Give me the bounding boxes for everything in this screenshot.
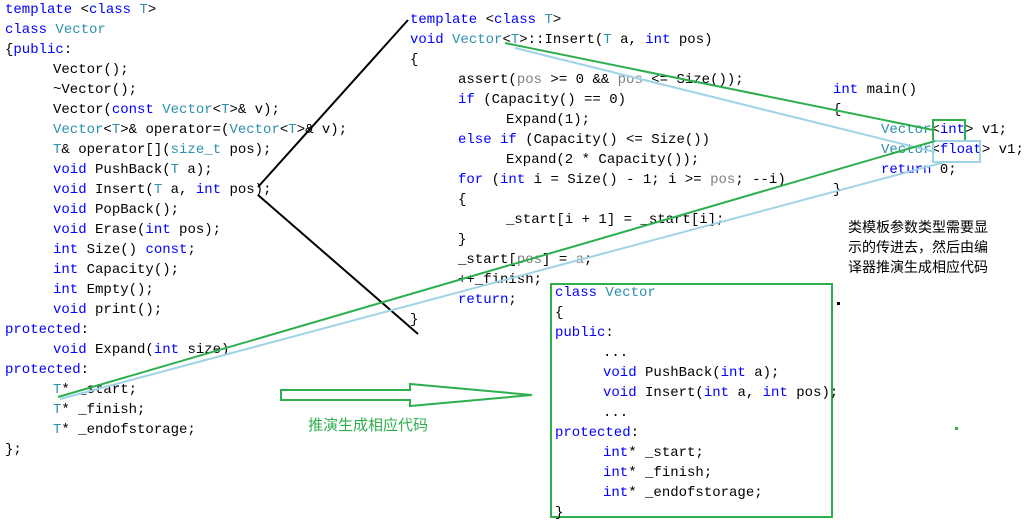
code-line: } [555, 505, 564, 521]
code-line: int Size() const; [53, 242, 196, 258]
generated-class-code: class Vector { public: ... void PushBack… [555, 283, 838, 521]
code-line: { [458, 192, 467, 208]
code-line: class Vector [555, 285, 656, 301]
stray-dot [955, 427, 958, 430]
code-line: Expand(2 * Capacity()); [506, 152, 700, 168]
code-line: }; [5, 442, 22, 458]
code-line: Vector<int> v1; [881, 122, 1008, 138]
code-line: T& operator[](size_t pos); [53, 142, 272, 158]
class-template-code: template <class T> class Vector {public:… [5, 0, 347, 460]
code-line: public: [555, 325, 614, 341]
code-line: Vector<T>& operator=(Vector<T>& v); [53, 122, 348, 138]
generated-class-box [550, 283, 833, 518]
code-line: int Empty(); [53, 282, 154, 298]
blue-line-lower [59, 161, 946, 400]
code-line: void Insert(T a, int pos); [53, 182, 272, 198]
note-line: 示的传进去，然后由编 [848, 240, 988, 256]
bracket-line-top [257, 19, 409, 188]
code-line: template <class T> [410, 12, 562, 28]
code-line: int* _start; [603, 445, 704, 461]
float-highlight-box [932, 140, 981, 163]
note-line: 类模板参数类型需要显 [848, 220, 988, 236]
deduce-arrow-icon [280, 382, 533, 408]
code-line: class Vector [5, 22, 106, 38]
code-line: Expand(1); [506, 112, 591, 128]
code-line: else if (Capacity() <= Size()) [458, 132, 711, 148]
green-line-upper [504, 42, 934, 131]
code-line: int Capacity(); [53, 262, 180, 278]
code-line: _start[i + 1] = _start[i]; [506, 212, 725, 228]
code-line: ... [603, 405, 629, 421]
main-function-code: int main() { Vector<int> v1; Vector<floa… [833, 80, 1028, 200]
code-line: template <class T> [5, 2, 157, 18]
code-line: void PopBack(); [53, 202, 180, 218]
stray-dot [837, 302, 840, 305]
code-line: ~Vector(); [53, 82, 138, 98]
code-line: T* _finish; [53, 402, 146, 418]
code-line: T* _endofstorage; [53, 422, 196, 438]
code-line: return 0; [881, 162, 957, 178]
code-line: Vector(const Vector<T>& v); [53, 102, 280, 118]
code-line: int main() [833, 82, 918, 98]
code-line: protected: [555, 425, 640, 441]
code-line: return; [458, 292, 517, 308]
int-highlight-box [932, 119, 966, 142]
code-line: void PushBack(T a); [53, 162, 213, 178]
code-line: for (int i = Size() - 1; i >= pos; --i) [458, 172, 786, 188]
code-line: {public: [5, 42, 73, 58]
code-line: int* _finish; [603, 465, 713, 481]
code-line: void Vector<T>::Insert(T a, int pos) [410, 32, 713, 48]
code-line: if (Capacity() == 0) [458, 92, 627, 108]
code-line: protected: [5, 322, 90, 338]
code-line: void Expand(int size) [53, 342, 230, 358]
code-line: { [555, 305, 564, 321]
code-line: void PushBack(int a); [603, 365, 780, 381]
code-line: { [410, 52, 419, 68]
code-line: Vector(); [53, 62, 129, 78]
code-line: void print(); [53, 302, 163, 318]
bracket-line-bottom [257, 194, 419, 335]
arrow-label: 推演生成相应代码 [308, 416, 429, 434]
green-line-lower [57, 140, 936, 398]
code-line: int* _endofstorage; [603, 485, 763, 501]
code-line: } [458, 232, 467, 248]
code-line: ... [603, 345, 629, 361]
code-line: } [410, 312, 419, 328]
code-line: protected: [5, 362, 90, 378]
code-line: void Erase(int pos); [53, 222, 222, 238]
code-line: void Insert(int a, int pos); [603, 385, 839, 401]
blue-line-upper [514, 47, 936, 153]
note-line: 译器推演生成相应代码 [848, 260, 988, 276]
